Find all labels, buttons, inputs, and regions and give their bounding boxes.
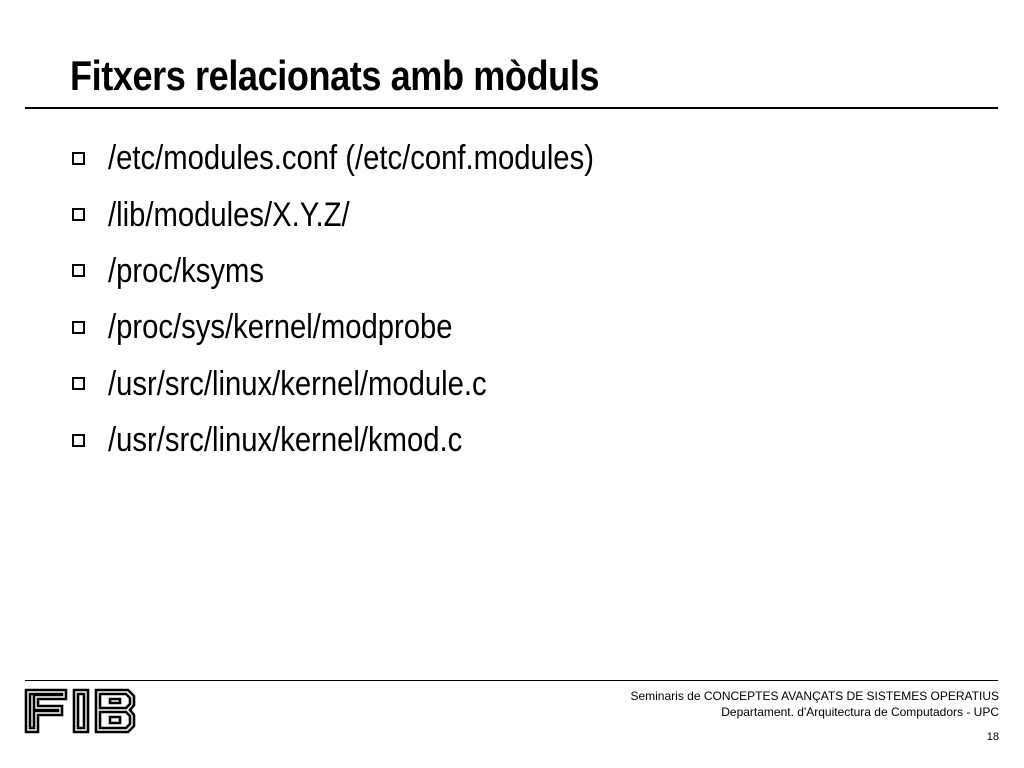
bullet-text: /lib/modules/X.Y.Z/	[108, 195, 350, 234]
hollow-square-bullet-icon	[72, 377, 85, 391]
page-number: 18	[986, 731, 999, 743]
list-item: /proc/ksyms	[72, 243, 673, 299]
bullet-list: /etc/modules.conf (/etc/conf.modules) /l…	[72, 130, 673, 468]
fib-logo	[24, 688, 136, 734]
footer-course-line: Seminaris de CONCEPTES AVANÇATS DE SISTE…	[630, 689, 999, 703]
hollow-square-bullet-icon	[72, 264, 85, 278]
bullet-text: /proc/ksyms	[108, 251, 264, 290]
hollow-square-bullet-icon	[72, 320, 85, 334]
list-item: /usr/src/linux/kernel/kmod.c	[72, 412, 673, 468]
list-item: /lib/modules/X.Y.Z/	[72, 186, 673, 242]
footer-department-line: Departament. d'Arquitectura de Computado…	[721, 705, 999, 719]
footer-credits: Seminaris de CONCEPTES AVANÇATS DE SISTE…	[630, 688, 999, 720]
bullet-text: /etc/modules.conf (/etc/conf.modules)	[108, 139, 594, 178]
slide-title: Fitxers relacionats amb mòduls	[70, 52, 600, 99]
hollow-square-bullet-icon	[72, 208, 85, 222]
title-divider	[25, 107, 998, 109]
list-item: /etc/modules.conf (/etc/conf.modules)	[72, 130, 673, 186]
footer-divider	[25, 680, 998, 681]
bullet-text: /proc/sys/kernel/modprobe	[108, 308, 453, 347]
list-item: /proc/sys/kernel/modprobe	[72, 299, 673, 355]
hollow-square-bullet-icon	[72, 151, 85, 165]
bullet-text: /usr/src/linux/kernel/kmod.c	[108, 421, 463, 460]
list-item: /usr/src/linux/kernel/module.c	[72, 356, 673, 412]
bullet-text: /usr/src/linux/kernel/module.c	[108, 364, 487, 403]
hollow-square-bullet-icon	[72, 433, 85, 447]
